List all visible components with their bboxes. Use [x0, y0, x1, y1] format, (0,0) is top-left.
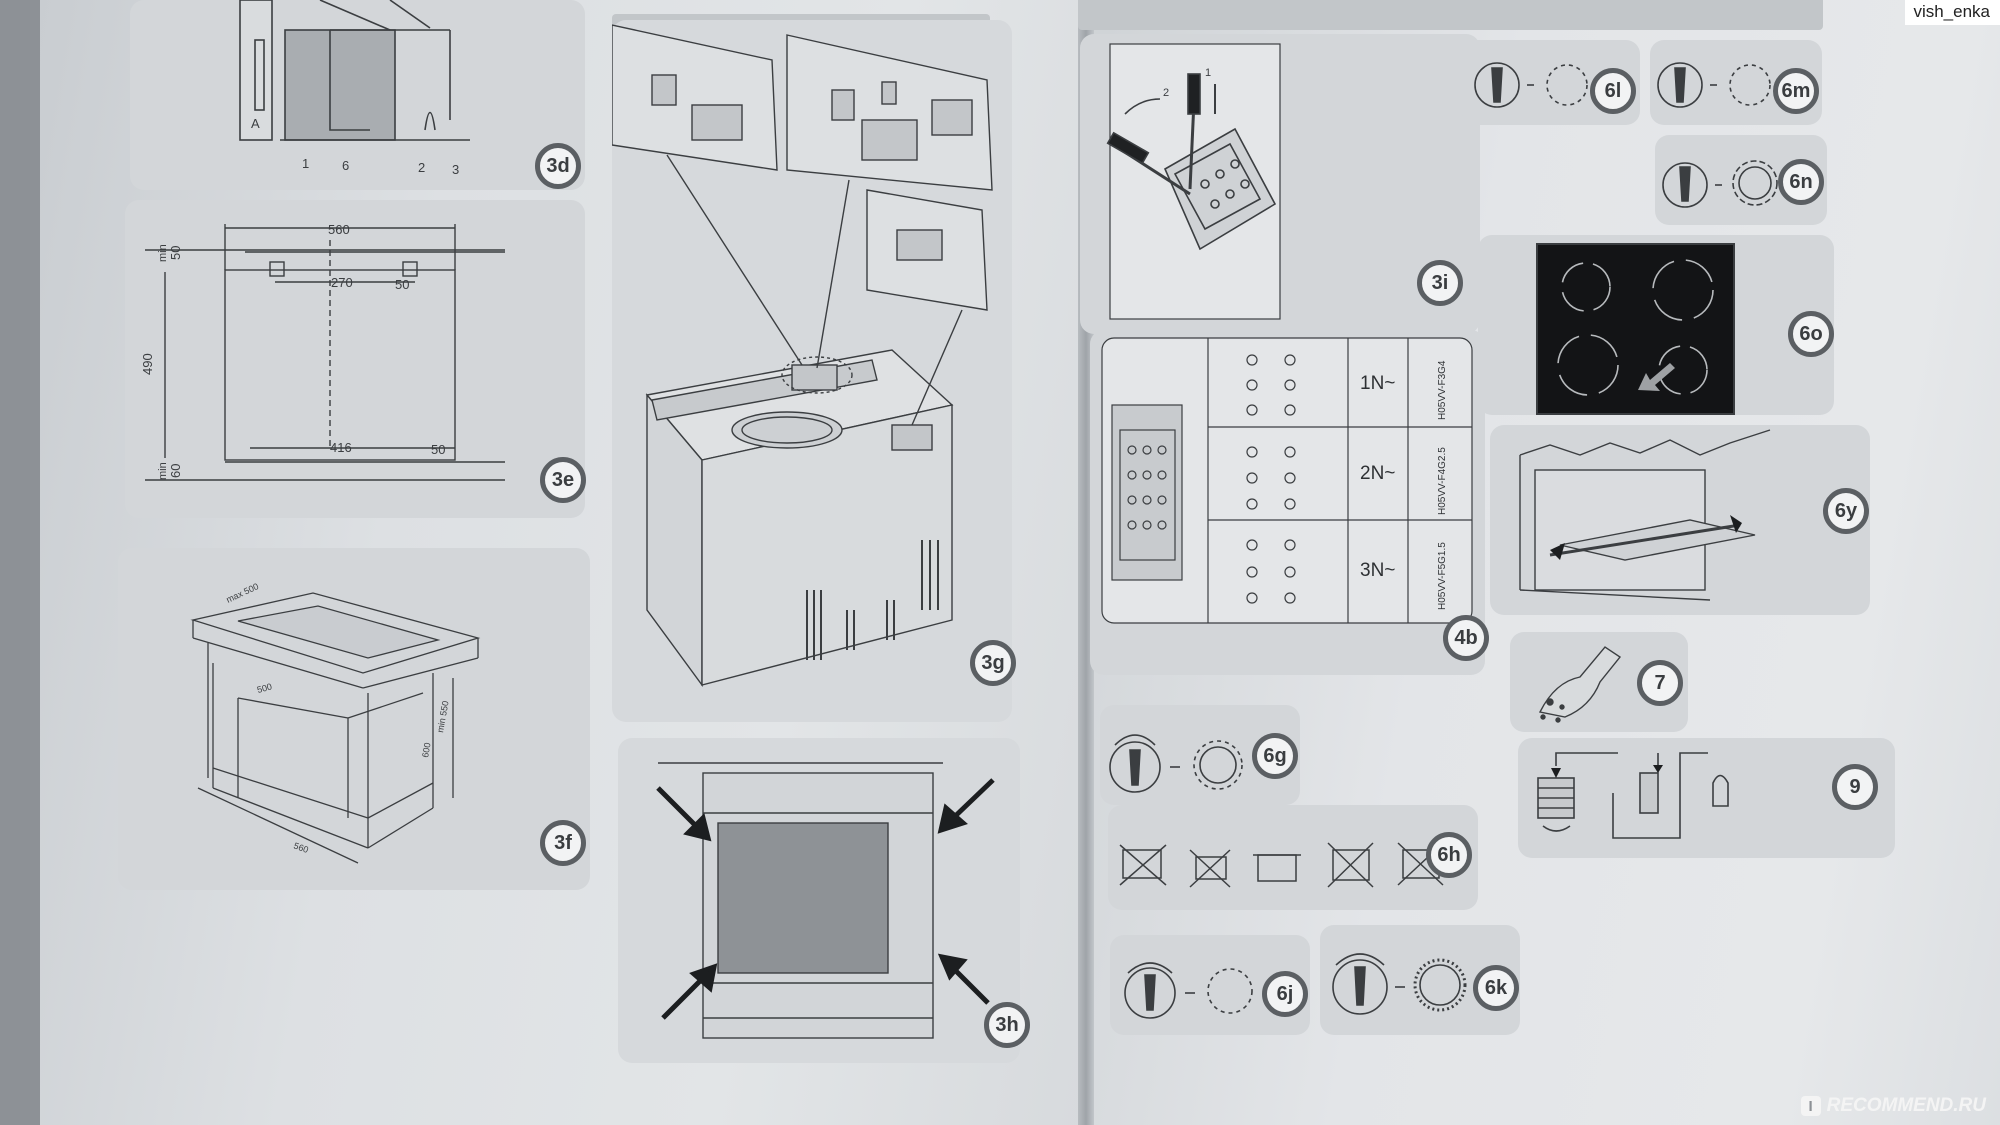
- figure-3d-panel: A 1 6 2 3 3d: [130, 0, 585, 190]
- callout-2: 2: [418, 160, 425, 175]
- dim-500: 500: [256, 681, 273, 695]
- figure-3g-panel: 3g: [611, 20, 1016, 722]
- dim-50-inner: 50: [395, 277, 409, 292]
- figure-7-panel: 7: [1510, 632, 1688, 732]
- cable-3n: H05VV-F5G1.5: [1437, 542, 1448, 610]
- figure-3d-drawing: A 1 6 2 3: [239, 0, 470, 177]
- figure-6l-panel: 6l: [1462, 40, 1640, 125]
- figure-7-label: 7: [1637, 660, 1683, 706]
- callout-3: 3: [452, 162, 459, 177]
- figure-6l-drawing: [1474, 62, 1588, 108]
- figure-3e-label: 3e: [540, 457, 586, 503]
- figure-6k-drawing: [1332, 953, 1467, 1015]
- dim-270: 270: [331, 275, 353, 290]
- figure-6j-drawing: [1124, 962, 1253, 1019]
- recommend-logo-icon: I: [1800, 1096, 1821, 1116]
- dim-max-500: max 500: [225, 581, 261, 605]
- dim-600: 600: [420, 742, 432, 759]
- figure-6l-label: 6l: [1590, 68, 1636, 114]
- watermark-site-label: RECOMMEND.RU: [1826, 1095, 1986, 1116]
- dim-416: 416: [330, 440, 352, 455]
- phase-3n: 3N~: [1360, 560, 1395, 581]
- figure-3h-label: 3h: [984, 1002, 1030, 1048]
- figure-6g-panel: 6g: [1100, 705, 1300, 805]
- watermark-site: I RECOMMEND.RU: [1800, 1095, 1986, 1117]
- figure-6n-drawing: [1662, 160, 1778, 208]
- figure-3h-drawing: [656, 762, 995, 1039]
- figure-3e-panel: 560 min 50 270 50 490 416 50 min 60 3e: [125, 200, 586, 518]
- figure-6n-label: 6n: [1778, 159, 1824, 205]
- figure-6g-label: 6g: [1252, 733, 1298, 779]
- figure-6m-drawing: [1657, 62, 1771, 108]
- callout-a: A: [251, 116, 260, 131]
- callout-1: 1: [302, 156, 309, 171]
- figure-6k-label: 6k: [1473, 965, 1519, 1011]
- figure-3g-drawing: [611, 24, 993, 688]
- figure-3g-label: 3g: [970, 640, 1016, 686]
- phase-2n: 2N~: [1360, 463, 1395, 484]
- dim-min-bottom-label: min: [157, 462, 169, 480]
- cable-2n: H05VV-F4G2.5: [1437, 447, 1448, 515]
- figure-6k-panel: 6k: [1320, 925, 1520, 1035]
- dim-490: 490: [140, 353, 155, 375]
- figure-9-panel: 9: [1518, 738, 1895, 858]
- figure-6h-panel: 6h: [1108, 805, 1478, 910]
- figure-3i-drawing: 2 1: [1106, 43, 1281, 320]
- figure-6j-panel: 6j: [1110, 935, 1310, 1035]
- figure-7-drawing: [1538, 646, 1622, 723]
- figure-6g-drawing: [1109, 734, 1243, 793]
- figure-3f-drawing: max 500 500 560 600 min 550: [190, 581, 481, 864]
- figure-6o-label: 6o: [1788, 311, 1834, 357]
- figure-4b-label: 4b: [1443, 615, 1489, 661]
- phase-1n: 1N~: [1360, 373, 1395, 394]
- cooktop-image: [1536, 243, 1735, 415]
- figure-6h-drawing: [1119, 842, 1444, 888]
- cable-1n: H05VV-F3G4: [1437, 360, 1448, 420]
- figure-6h-label: 6h: [1426, 832, 1472, 878]
- figure-6y-label: 6y: [1823, 488, 1869, 534]
- figure-4b-panel: 1N~ 2N~ 3N~ H05VV-F3G4 H05VV-F4G2.5 H05V…: [1090, 330, 1489, 675]
- figure-6n-panel: 6n: [1655, 135, 1827, 225]
- figure-4b-drawing: 1N~ 2N~ 3N~ H05VV-F3G4 H05VV-F4G2.5 H05V…: [1101, 337, 1473, 624]
- figure-6o-panel: 6o: [1478, 235, 1834, 415]
- dim-50-top: 50: [168, 246, 183, 260]
- dim-min-550: min 550: [435, 700, 450, 733]
- figure-6y-drawing: [1519, 429, 1771, 601]
- figure-3i-panel: 2 1 3i: [1080, 34, 1480, 334]
- figure-3f-panel: max 500 500 560 600 min 550 3f: [118, 548, 590, 890]
- cooktop-rings: [1557, 259, 1714, 396]
- header-band-right: [1078, 0, 1823, 30]
- figure-9-drawing: [1537, 752, 1729, 839]
- figure-3h-panel: 3h: [618, 738, 1030, 1063]
- figure-3f-label: 3f: [540, 820, 586, 866]
- watermark-username: vish_enka: [1905, 0, 2000, 25]
- dim-560: 560: [328, 222, 350, 237]
- figure-3i-label: 3i: [1417, 260, 1463, 306]
- figure-6m-label: 6m: [1773, 68, 1819, 114]
- dim-560: 560: [292, 840, 310, 855]
- callout-2: 2: [1163, 87, 1169, 99]
- figure-3e-drawing: 560 min 50 270 50 490 416 50 min 60: [140, 222, 505, 481]
- figure-9-label: 9: [1832, 764, 1878, 810]
- figure-3d-label: 3d: [535, 143, 581, 189]
- callout-1: 1: [1205, 67, 1211, 79]
- figure-6m-panel: 6m: [1650, 40, 1822, 125]
- dim-50-bottom: 50: [431, 442, 445, 457]
- figure-6y-panel: 6y: [1490, 425, 1870, 615]
- dim-60-bottom: 60: [168, 464, 183, 478]
- callout-6: 6: [342, 158, 349, 173]
- dim-min-top-label: min: [157, 244, 169, 262]
- figure-6j-label: 6j: [1262, 971, 1308, 1017]
